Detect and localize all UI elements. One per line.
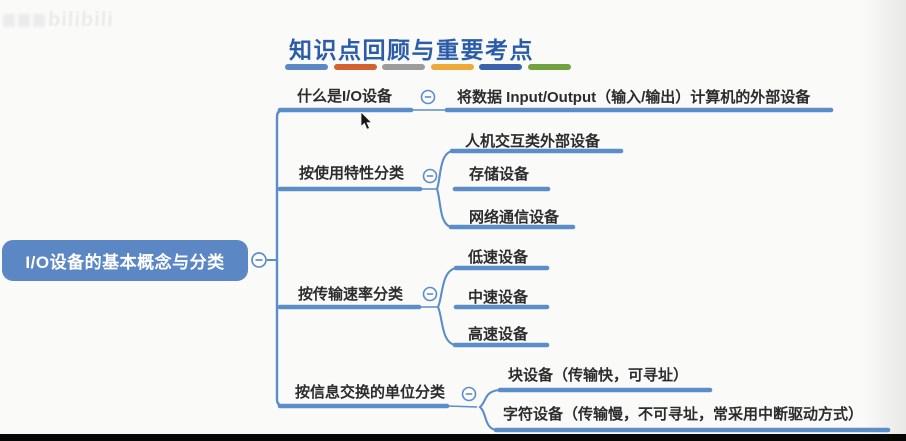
branch2-child1[interactable]: 人机交互类外部设备 [465, 133, 601, 150]
branch2-label[interactable]: 按使用特性分类 [299, 165, 405, 182]
branch2-brace [435, 149, 453, 229]
accent-bar [479, 64, 522, 70]
branch4-label[interactable]: 按信息交换的单位分类 [295, 384, 446, 401]
branch3-child2[interactable]: 中速设备 [468, 289, 529, 306]
accent-bar [527, 64, 571, 70]
watermark-cjk-glyph [18, 14, 30, 27]
branch4-child2[interactable]: 字符设备（传输慢，不可寻址，常采用中断驱动方式） [503, 406, 864, 423]
collapse-buttons [251, 89, 477, 402]
branch3-child3[interactable]: 高速设备 [468, 326, 529, 343]
watermark: bilibili [3, 9, 114, 32]
branch4-brace [478, 388, 501, 432]
accent-bar [285, 64, 328, 70]
page-title: 知识点回顾与重要考点 [289, 37, 534, 63]
watermark-cjk-glyph [33, 14, 45, 27]
accent-bar [333, 64, 377, 70]
root-collapse-icon[interactable] [251, 252, 267, 268]
title-accent-bars [285, 64, 571, 70]
branch1-label[interactable]: 什么是I/O设备 [297, 88, 393, 105]
letterbox-bottom [0, 434, 906, 441]
branch2-child3[interactable]: 网络通信设备 [469, 209, 560, 226]
branch1-collapse-icon[interactable] [420, 89, 436, 105]
branch3-child1[interactable]: 低速设备 [468, 249, 529, 266]
spine-line [275, 108, 285, 408]
accent-bar [382, 64, 425, 70]
accent-bar [430, 64, 474, 70]
mouse-cursor [360, 112, 373, 130]
branch4-collapse-icon[interactable] [461, 386, 477, 402]
watermark-cjk-glyph [3, 14, 15, 27]
branch3-collapse-icon[interactable] [422, 286, 438, 302]
branch3-brace [436, 266, 457, 347]
branch2-collapse-icon[interactable] [422, 168, 438, 184]
branch2-child2[interactable]: 存储设备 [469, 166, 530, 183]
branch1-child1[interactable]: 将数据 Input/Output（输入/输出）计算机的外部设备 [457, 89, 811, 106]
branch4-child1[interactable]: 块设备（传输快，可寻址） [508, 367, 689, 384]
root-node[interactable]: I/O设备的基本概念与分类 [2, 240, 248, 281]
branch3-label[interactable]: 按传输速率分类 [298, 286, 404, 303]
branch4-thin-connector [446, 405, 478, 408]
